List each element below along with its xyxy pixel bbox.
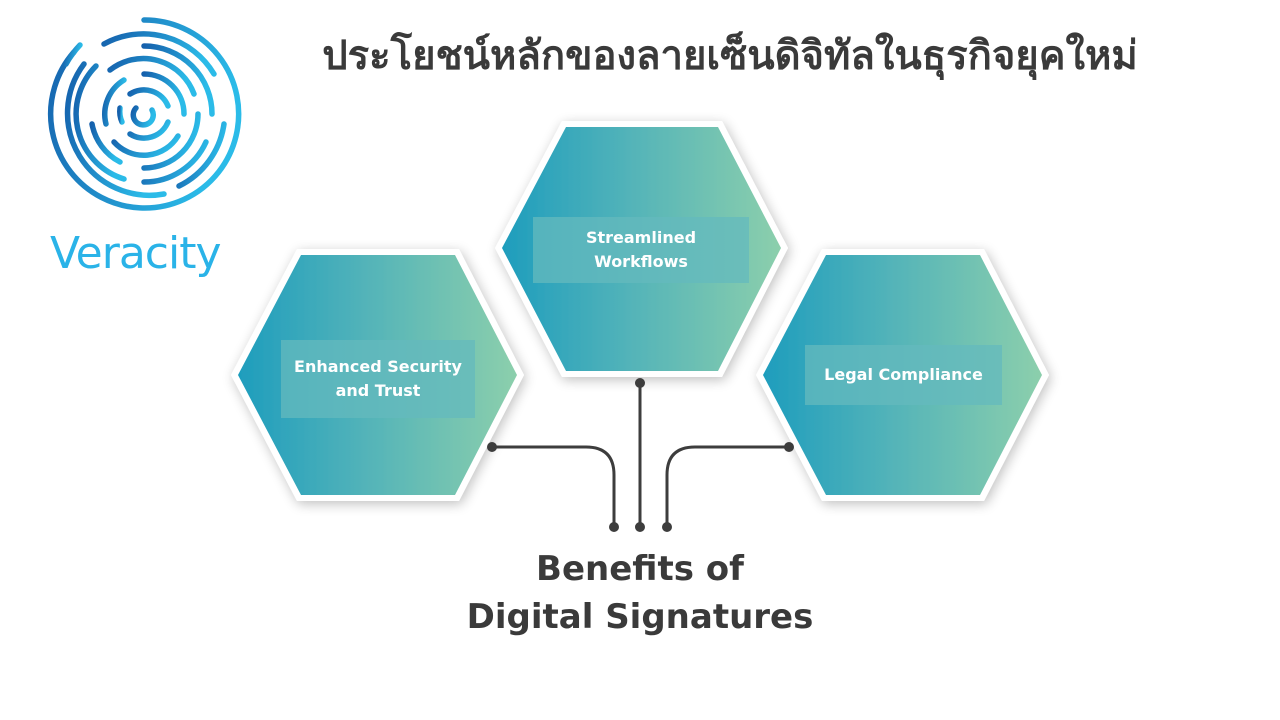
- label-line: Enhanced Security: [294, 357, 462, 376]
- connector-lines: [490, 381, 791, 529]
- concentric-fingerprint-circles-icon: [47, 17, 242, 211]
- veracity-logo: Veracity: [44, 14, 244, 279]
- brand-name: Veracity: [50, 228, 222, 279]
- center-title-line2: Digital Signatures: [466, 597, 814, 637]
- label-legal-compliance: Legal Compliance: [805, 345, 1002, 405]
- diagram-center-title: Benefits of Digital Signatures: [440, 545, 840, 641]
- page-title: ประโยชน์หลักของลายเซ็นดิจิทัลในธุรกิจยุค…: [322, 33, 1138, 79]
- connector-dots: [487, 378, 794, 532]
- label-line: Legal Compliance: [824, 365, 983, 384]
- label-line: Workflows: [594, 252, 688, 271]
- label-enhanced-security: Enhanced Security and Trust: [281, 340, 475, 418]
- label-line: and Trust: [335, 381, 421, 400]
- label-line: Streamlined: [585, 228, 697, 247]
- center-title-line1: Benefits of: [536, 549, 744, 589]
- label-streamlined-workflows: Streamlined Workflows: [533, 217, 749, 283]
